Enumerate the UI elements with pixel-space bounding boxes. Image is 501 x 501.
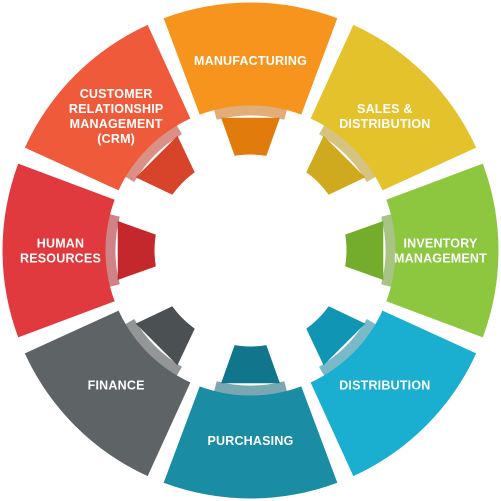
- segment-tab-inventory-management: [345, 221, 384, 280]
- segment-label-line: MANUFACTURING: [194, 54, 307, 68]
- center-hub: [154, 154, 347, 347]
- segment-band-finance: [24, 310, 191, 477]
- segment-label-manufacturing: MANUFACTURING: [194, 54, 307, 68]
- segment-distribution: DISTRIBUTION: [306, 306, 477, 477]
- segment-purchasing: PURCHASING: [163, 345, 338, 499]
- segment-label-finance: FINANCE: [88, 378, 145, 392]
- segment-tab-purchasing: [221, 345, 280, 384]
- segment-rim-crm: [122, 122, 182, 182]
- segment-rim-distribution: [319, 319, 379, 379]
- segment-label-distribution: DISTRIBUTION: [339, 378, 430, 392]
- segment-label-line: (CRM): [97, 132, 135, 146]
- segment-band-crm: [24, 24, 191, 191]
- segment-sales-distribution: SALES &DISTRIBUTION: [306, 24, 477, 195]
- segment-tab-distribution: [306, 306, 366, 366]
- segment-tab-finance: [135, 306, 195, 366]
- segment-band-purchasing: [163, 386, 338, 499]
- segment-rim-sales-distribution: [319, 122, 379, 182]
- segment-band-manufacturing: [163, 2, 338, 115]
- segment-tab-manufacturing: [221, 117, 280, 156]
- segment-label-line: DISTRIBUTION: [339, 117, 430, 131]
- segment-label-line: CUSTOMER: [80, 87, 153, 101]
- segment-tab-crm: [135, 135, 195, 195]
- segment-label-line: PURCHASING: [207, 434, 293, 448]
- segment-label-line: FINANCE: [88, 378, 145, 392]
- segment-label-line: RESOURCES: [20, 252, 101, 266]
- segment-label-sales-distribution: SALES &DISTRIBUTION: [339, 102, 430, 131]
- segment-label-line: DISTRIBUTION: [339, 378, 430, 392]
- segment-finance: FINANCE: [24, 306, 195, 477]
- segment-band-distribution: [310, 310, 477, 477]
- segment-manufacturing: MANUFACTURING: [163, 2, 338, 156]
- segment-label-line: MANAGEMENT: [394, 252, 487, 266]
- segment-band-inventory-management: [386, 163, 499, 338]
- segment-tab-human-resources: [117, 221, 156, 280]
- segment-band-human-resources: [2, 163, 115, 338]
- segment-rim-finance: [122, 319, 182, 379]
- segment-label-line: HUMAN: [37, 237, 85, 251]
- segment-tab-sales-distribution: [306, 135, 366, 195]
- segment-label-line: MANAGEMENT: [70, 117, 163, 131]
- segment-label-purchasing: PURCHASING: [207, 434, 293, 448]
- segment-label-line: SALES &: [357, 102, 413, 116]
- segment-label-line: INVENTORY: [403, 237, 477, 251]
- segment-label-line: RELATIONSHIP: [69, 102, 164, 116]
- segment-band-sales-distribution: [310, 24, 477, 191]
